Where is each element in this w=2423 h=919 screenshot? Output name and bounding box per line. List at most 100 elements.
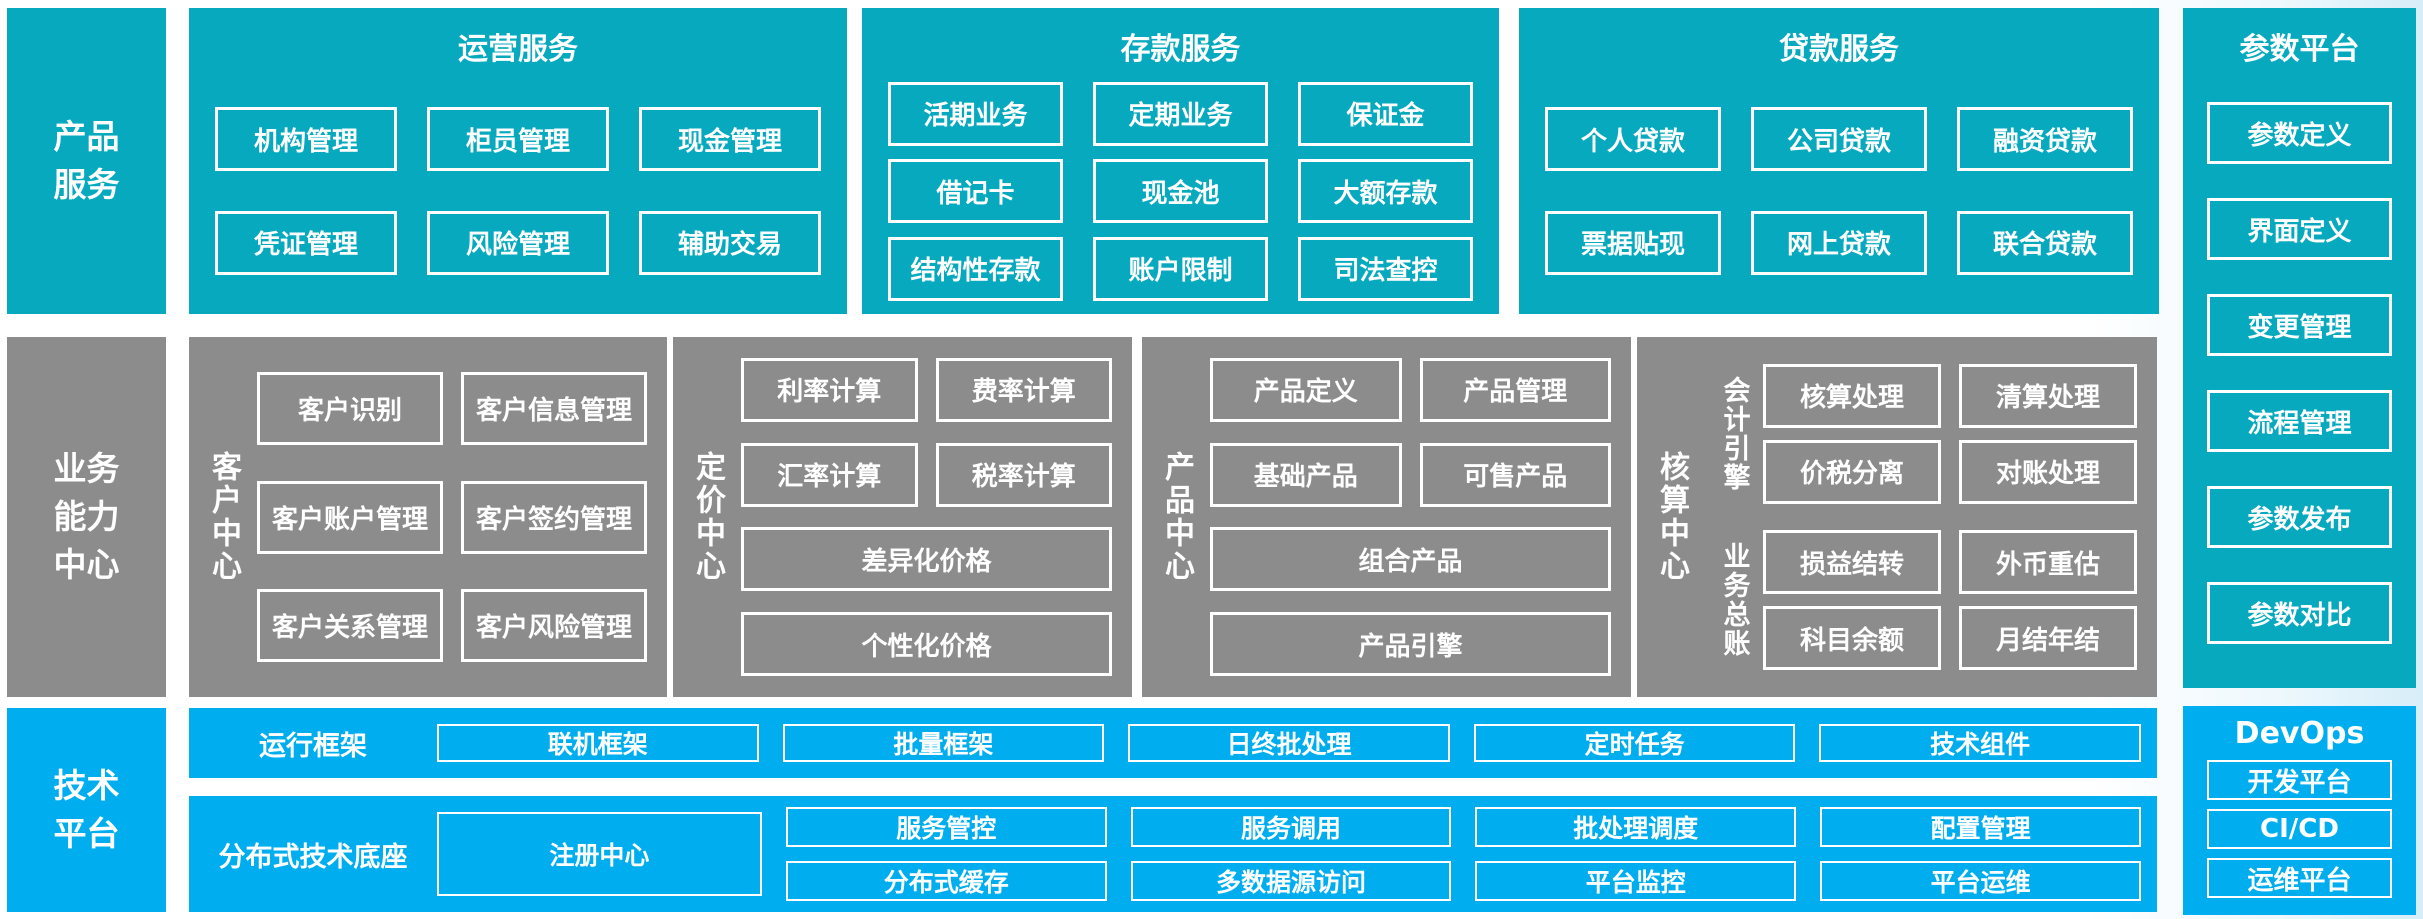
service-box: 产品管理 — [1419, 357, 1611, 422]
service-box: 损益结转 — [1763, 530, 1941, 595]
distributed-column: 批处理调度 平台监控 — [1475, 807, 1797, 901]
row-boxes: 注册中心 服务管控 分布式缓存 服务调用 多数据源访问 批处理调度 平台监控 配… — [437, 807, 2141, 901]
rail-product-services: 产品 服务 — [7, 8, 166, 314]
section-parameter-platform: 参数平台 参数定义 界面定义 变更管理 流程管理 参数发布 参数对比 — [2183, 8, 2416, 688]
service-box: 多数据源访问 — [1130, 861, 1452, 901]
group-label-wrap: 业务总账 — [1705, 530, 1763, 670]
service-box: 基础产品 — [1210, 442, 1402, 507]
distributed-column: 配置管理 平台运维 — [1820, 807, 2141, 901]
service-box: 平台监控 — [1475, 861, 1797, 901]
service-box: 可售产品 — [1419, 442, 1611, 507]
service-box: 界面定义 — [2207, 198, 2392, 260]
service-box: 核算处理 — [1763, 363, 1941, 428]
service-box: 批量框架 — [782, 724, 1105, 762]
section-title: DevOps — [2234, 716, 2365, 751]
service-box: 借记卡 — [888, 159, 1063, 223]
service-box: 费率计算 — [935, 357, 1112, 422]
section-operation-services: 运营服务 机构管理 柜员管理 现金管理 凭证管理 风险管理 辅助交易 — [189, 8, 847, 314]
service-box: 配置管理 — [1820, 807, 2141, 847]
service-box: 组合产品 — [1210, 527, 1611, 592]
center-customer: 客户中心 客户识别 客户信息管理 客户账户管理 客户签约管理 客户关系管理 客户… — [189, 337, 667, 697]
section-title: 参数平台 — [2239, 32, 2360, 67]
section-devops: DevOps 开发平台 CI/CD 运维平台 — [2183, 706, 2416, 915]
devops-stack: 开发平台 CI/CD 运维平台 — [2183, 751, 2416, 915]
service-box: 汇率计算 — [741, 442, 918, 507]
rail-tech-platform: 技术 平台 — [7, 708, 166, 912]
service-box: 定时任务 — [1473, 724, 1796, 762]
service-box: 价税分离 — [1763, 439, 1941, 504]
row-boxes: 联机框架 批量框架 日终批处理 定时任务 技术组件 — [437, 724, 2141, 762]
accounting-group: 会计引擎 核算处理 清算处理 价税分离 对账处理 — [1705, 363, 2137, 504]
service-box: 产品定义 — [1210, 357, 1402, 422]
parameter-stack: 参数定义 界面定义 变更管理 流程管理 参数发布 参数对比 — [2183, 68, 2416, 688]
center-grid: 产品定义 产品管理 基础产品 可售产品 组合产品 产品引擎 — [1210, 337, 1611, 697]
group-grid: 核算处理 清算处理 价税分离 对账处理 — [1763, 363, 2137, 504]
service-box: 变更管理 — [2207, 294, 2392, 356]
service-box: 参数对比 — [2207, 582, 2392, 644]
service-box: 现金管理 — [639, 107, 821, 172]
group-grid: 损益结转 外币重估 科目余额 月结年结 — [1763, 530, 2137, 671]
service-grid: 活期业务 定期业务 保证金 借记卡 现金池 大额存款 结构性存款 账户限制 司法… — [862, 68, 1499, 314]
service-box: 日终批处理 — [1128, 724, 1450, 762]
rail-business-capability: 业务 能力 中心 — [7, 337, 166, 697]
service-box: 平台运维 — [1820, 861, 2141, 901]
service-box: 外币重估 — [1959, 530, 2137, 595]
service-box: 柜员管理 — [427, 107, 609, 172]
service-box: 清算处理 — [1959, 363, 2137, 428]
service-grid: 个人贷款 公司贷款 融资贷款 票据贴现 网上贷款 联合贷款 — [1519, 68, 2159, 314]
center-label-wrap: 客户中心 — [189, 337, 257, 697]
group-label: 业务总账 — [1718, 542, 1750, 659]
service-box: 批处理调度 — [1475, 807, 1797, 847]
center-label: 客户中心 — [206, 451, 241, 583]
row-label: 运行框架 — [259, 730, 367, 762]
service-box: 定期业务 — [1093, 81, 1268, 146]
center-grid: 客户识别 客户信息管理 客户账户管理 客户签约管理 客户关系管理 客户风险管理 — [257, 337, 647, 697]
accounting-group: 业务总账 损益结转 外币重估 科目余额 月结年结 — [1705, 530, 2137, 671]
distributed-column: 服务调用 多数据源访问 — [1130, 807, 1452, 901]
service-box: 差异化价格 — [741, 527, 1112, 592]
service-box: 服务管控 — [785, 807, 1107, 847]
service-box: 科目余额 — [1763, 606, 1941, 671]
service-box: 现金池 — [1093, 159, 1268, 223]
service-box: 利率计算 — [741, 357, 918, 422]
service-box: 司法查控 — [1298, 236, 1473, 301]
section-title: 贷款服务 — [1779, 32, 1899, 67]
service-box: 结构性存款 — [888, 236, 1063, 301]
service-box: 机构管理 — [215, 107, 397, 172]
row-runtime-framework: 运行框架 联机框架 批量框架 日终批处理 定时任务 技术组件 — [189, 708, 2157, 778]
service-box: 风险管理 — [427, 210, 609, 275]
service-box: 客户信息管理 — [461, 372, 647, 446]
group-label: 会计引擎 — [1718, 375, 1750, 492]
service-box: 联机框架 — [437, 724, 759, 762]
registry-box: 注册中心 — [437, 812, 762, 896]
service-box: 个人贷款 — [1545, 107, 1721, 172]
distributed-column: 服务管控 分布式缓存 — [785, 807, 1107, 901]
center-label-wrap: 产品中心 — [1142, 337, 1210, 697]
service-box: 客户风险管理 — [461, 588, 647, 662]
service-box: 大额存款 — [1298, 159, 1473, 223]
center-label-wrap: 定价中心 — [673, 337, 741, 697]
service-box: 客户签约管理 — [461, 480, 647, 554]
service-box: 保证金 — [1298, 81, 1473, 146]
service-box: 参数定义 — [2207, 102, 2392, 164]
service-box: 客户账户管理 — [257, 480, 443, 554]
service-box: 辅助交易 — [639, 210, 821, 275]
section-loan-services: 贷款服务 个人贷款 公司贷款 融资贷款 票据贴现 网上贷款 联合贷款 — [1519, 8, 2159, 314]
service-box: 票据贴现 — [1545, 210, 1721, 275]
service-box: 公司贷款 — [1751, 107, 1927, 172]
center-pricing: 定价中心 利率计算 费率计算 汇率计算 税率计算 差异化价格 个性化价格 — [673, 337, 1132, 697]
section-deposit-services: 存款服务 活期业务 定期业务 保证金 借记卡 现金池 大额存款 结构性存款 账户… — [862, 8, 1499, 314]
service-box: 分布式缓存 — [785, 861, 1107, 901]
service-box: 运维平台 — [2207, 858, 2392, 898]
service-box: 开发平台 — [2207, 760, 2392, 800]
service-box: 网上贷款 — [1751, 210, 1927, 275]
center-label-wrap: 核算中心 — [1637, 337, 1705, 697]
service-box: 个性化价格 — [741, 612, 1112, 677]
service-box: 融资贷款 — [1957, 107, 2133, 172]
service-box: 服务调用 — [1130, 807, 1452, 847]
center-accounting: 核算中心 会计引擎 核算处理 清算处理 价税分离 对账处理 业务总账 损 — [1637, 337, 2157, 697]
service-box: 参数发布 — [2207, 486, 2392, 548]
service-box: 凭证管理 — [215, 210, 397, 275]
service-box: 活期业务 — [888, 81, 1063, 146]
